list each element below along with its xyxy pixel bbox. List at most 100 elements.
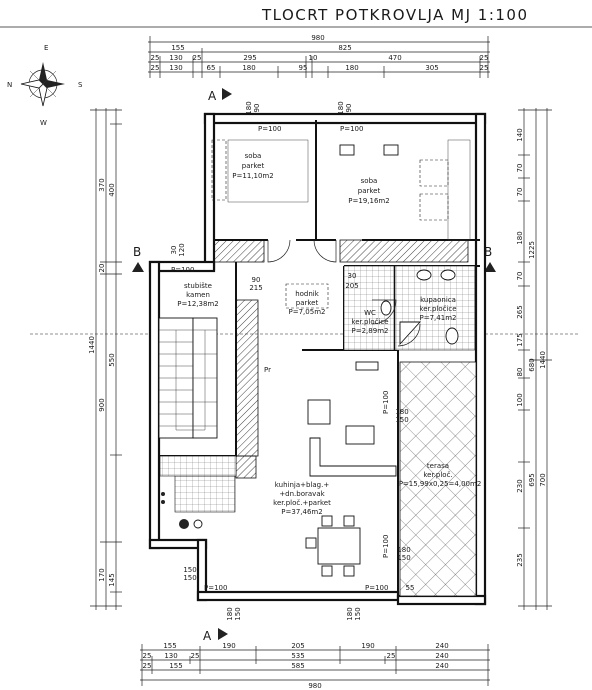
- room-floor: ker.ploč.+parket: [273, 499, 331, 507]
- sofa-icon: [309, 437, 397, 477]
- section-b-left-arrow-icon: [132, 262, 144, 272]
- top-dim: 25: [151, 54, 160, 62]
- bottom-dimension-lines: [140, 644, 490, 686]
- interior-dim: 205: [345, 282, 358, 290]
- room-floor: ker.pločice: [351, 318, 388, 326]
- top-dim: 130: [169, 54, 182, 62]
- left-dimension-lines: [90, 108, 122, 610]
- interior-dim: 90: [252, 276, 261, 284]
- drawing-title: TLOCRT POTKROVLJA MJ 1:100: [261, 6, 529, 24]
- interior-dim: 150: [183, 566, 196, 574]
- right-dim: 180: [516, 231, 524, 244]
- bottom-dim: 535: [291, 652, 304, 660]
- bottom-dim: 190: [222, 642, 235, 650]
- interior-dim: 180: [346, 607, 354, 620]
- wardrobe-outline: [447, 139, 471, 241]
- room-name: kupaonica: [420, 296, 456, 304]
- top-dim: 180: [345, 64, 358, 72]
- interior-dim: 90: [253, 104, 261, 113]
- room-area: P=19,16m2: [348, 197, 389, 205]
- interior-dim: 150: [395, 416, 408, 424]
- right-dim: 230: [516, 479, 524, 492]
- bottom-dim: 25: [387, 652, 396, 660]
- left-dim: 400: [108, 183, 116, 196]
- bottom-dim: 240: [435, 652, 448, 660]
- top-dim: 295: [243, 54, 256, 62]
- top-dim: 305: [425, 64, 438, 72]
- top-dim-total: 980: [311, 34, 324, 42]
- wardrobe-hatch: [339, 239, 469, 263]
- kitchen-cabinet-hatch: [235, 455, 257, 479]
- top-dim: 10: [309, 54, 318, 62]
- right-dim: 175: [516, 333, 524, 346]
- room-floor: parket: [242, 162, 265, 170]
- terrace-floor: [399, 361, 477, 597]
- coffee-table-icon: [345, 425, 375, 445]
- top-dim: 25: [151, 64, 160, 72]
- chair-icon: [343, 515, 355, 527]
- interior-dim: 150: [397, 554, 410, 562]
- right-dim: 70: [516, 164, 524, 173]
- bottom-dim: 190: [361, 642, 374, 650]
- right-dim: 70: [516, 272, 524, 281]
- room-area: P=7,41m2: [420, 314, 457, 322]
- top-dimension-lines: [148, 36, 490, 78]
- kitchen-counter: [174, 475, 236, 513]
- section-b-right-label: B: [484, 245, 492, 259]
- bed-outline: [227, 139, 309, 203]
- wardrobe-outline: [419, 193, 449, 221]
- right-dim: 1225: [528, 241, 536, 259]
- interior-dim: 180: [226, 607, 234, 620]
- left-dim-total: 1440: [88, 336, 96, 354]
- toilet-icon: [380, 300, 392, 316]
- bath-floor-tiles: [394, 265, 476, 351]
- section-b-left-label: B: [133, 245, 141, 259]
- toilet-icon: [445, 327, 459, 345]
- chair-icon: [383, 144, 399, 156]
- window-label: P=100: [382, 391, 390, 414]
- interior-dim: 30: [170, 246, 178, 255]
- section-b-right-arrow-icon: [484, 262, 496, 272]
- top-dim: 155: [171, 44, 184, 52]
- window-label: P=100: [204, 584, 227, 592]
- room-name: kuhinja+blag.+: [275, 481, 330, 489]
- left-dim: 20: [98, 264, 106, 273]
- room-name: WC: [364, 309, 376, 317]
- interior-dim: 120: [178, 243, 186, 256]
- bottom-dim: 25: [191, 652, 200, 660]
- room-area: P=37,46m2: [281, 508, 322, 516]
- bottom-dim: 205: [291, 642, 304, 650]
- room-name: soba: [361, 177, 378, 185]
- window-label: P=100: [365, 584, 388, 592]
- chair-icon: [305, 537, 317, 549]
- interior-dim: 90: [345, 104, 353, 113]
- interior-dim: 150: [354, 607, 362, 620]
- interior-dim: 180: [397, 546, 410, 554]
- top-dim: 25: [480, 54, 489, 62]
- stove-burner-icon: [161, 492, 165, 496]
- room-floor: parket: [358, 187, 381, 195]
- right-dim: 265: [516, 305, 524, 318]
- right-dimension-lines: [518, 108, 552, 610]
- interior-dim: 30: [348, 272, 357, 280]
- section-a-top-label: A: [208, 89, 217, 103]
- room-name: soba: [245, 152, 262, 160]
- right-dim: 695: [528, 473, 536, 486]
- interior-dim: Pr: [264, 366, 271, 374]
- top-dim: 25: [480, 64, 489, 72]
- wardrobe-hatch: [213, 239, 265, 263]
- stove-burner-icon: [179, 519, 189, 529]
- room-area: P=7,05m2: [289, 308, 326, 316]
- interior-dim: 180: [337, 101, 345, 114]
- right-dim: 700: [539, 473, 547, 486]
- room-floor: kamen: [186, 291, 210, 299]
- right-dim: 680: [528, 358, 536, 371]
- kitchen-cabinet-hatch: [235, 299, 259, 457]
- left-dim: 145: [108, 573, 116, 586]
- room-name: terasa: [427, 462, 449, 470]
- window-label: P=100: [382, 535, 390, 558]
- compass-west-label: W: [40, 119, 47, 127]
- top-dim: 825: [338, 44, 351, 52]
- bottom-dim: 155: [169, 662, 182, 670]
- window-label: P=100: [171, 266, 194, 274]
